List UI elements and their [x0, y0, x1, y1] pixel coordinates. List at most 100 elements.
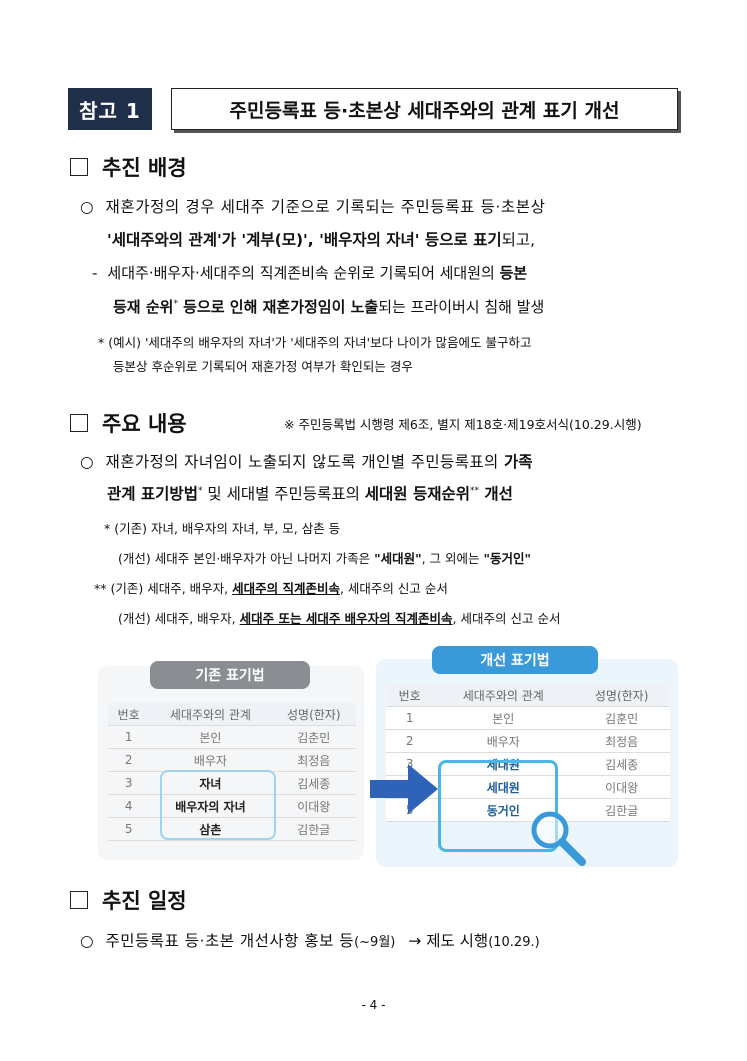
- paragraph: '세대주와의 관계'가 '계부(모)', '배우자의 자녀' 등으로 표기되고,: [107, 228, 535, 250]
- text: (~9월): [354, 935, 396, 950]
- cell: 이대왕: [573, 775, 670, 799]
- cell: 최정음: [271, 748, 356, 772]
- cell: 김한글: [573, 798, 670, 822]
- cell: 1: [386, 706, 434, 730]
- circle-bullet-icon: ○: [80, 932, 94, 950]
- cell: 김춘민: [271, 725, 356, 749]
- cell: 배우자: [149, 748, 272, 772]
- cell: 배우자: [433, 729, 574, 753]
- section-title: 주요 내용: [102, 412, 187, 436]
- reference-badge: 참고 1: [68, 88, 152, 130]
- bold-text: "세대원": [374, 551, 422, 566]
- old-format-title: 기존 표기법: [150, 661, 310, 689]
- cell: 4: [108, 794, 150, 818]
- section-heading-schedule: 추진 일정: [70, 885, 187, 915]
- text: 되는 프라이버시 침해 발생: [378, 298, 545, 316]
- column-header: 세대주와의 관계: [149, 703, 272, 726]
- paragraph: -세대주·배우자·세대주의 직계존비속 순위로 기록되어 세대원의 등본: [92, 262, 527, 283]
- cell: 본인: [433, 706, 574, 730]
- new-format-title: 개선 표기법: [432, 646, 598, 674]
- text: 주민등록표 등·초본 개선사항 홍보 등: [105, 932, 355, 950]
- arrow-right-icon: [370, 764, 438, 814]
- bold-text: 등재 순위: [113, 298, 174, 316]
- highlight-frame: [160, 770, 276, 840]
- text: , 그 외에는: [421, 551, 484, 566]
- bold-text: 등으로 인해 재혼가정임이 노출: [177, 298, 379, 316]
- footnote-mark: *: [197, 485, 203, 496]
- section-heading-background: 추진 배경: [70, 152, 187, 182]
- text: (10.29.): [488, 935, 540, 950]
- text: 재혼가정의 자녀임이 노출되지 않도록 개인별 주민등록표의: [105, 453, 504, 471]
- cell: 5: [108, 817, 150, 841]
- cell: 본인: [149, 725, 272, 749]
- footnote: 등본상 후순위로 기록되어 재혼가정 여부가 확인되는 경우: [113, 359, 413, 374]
- cell: 김세종: [573, 752, 670, 776]
- text: 재혼가정의 경우 세대주 기준으로 기록되는 주민등록표 등·초본상: [105, 198, 546, 216]
- text: 세대주·배우자·세대주의 직계존비속 순위로 기록되어 세대원의: [107, 264, 495, 282]
- paragraph: ○ 재혼가정의 경우 세대주 기준으로 기록되는 주민등록표 등·초본상: [80, 195, 545, 217]
- cell: 김세종: [271, 771, 356, 795]
- table-header-row: 번호 세대주와의 관계 성명(한자): [108, 703, 356, 726]
- page-title: 주민등록표 등·초본상 세대주와의 관계 표기 개선: [171, 88, 678, 130]
- footnote-mark: *: [173, 299, 178, 309]
- text: 되고,: [501, 231, 536, 249]
- footnote: * (기존) 자녀, 배우자의 자녀, 부, 모, 삼촌 등: [104, 521, 341, 536]
- paragraph: ○ 재혼가정의 자녀임이 노출되지 않도록 개인별 주민등록표의 가족: [80, 450, 533, 472]
- column-header: 성명(한자): [271, 703, 356, 726]
- text: → 제도 시행: [408, 932, 489, 950]
- footnote: (개선) 세대주 본인·배우자가 아닌 나머지 가족은 "세대원", 그 외에는…: [118, 548, 531, 567]
- underlined-text: 세대주 또는 세대주 배우자의 직계존비속: [239, 611, 453, 626]
- cell: 3: [108, 771, 150, 795]
- highlight-frame: [438, 760, 558, 852]
- cell: 자녀: [149, 771, 272, 795]
- cell: 2: [108, 748, 150, 772]
- cell: 김훈민: [573, 706, 670, 730]
- cell: 세대원: [433, 775, 574, 799]
- cell: 1: [108, 725, 150, 749]
- circle-bullet-icon: ○: [80, 453, 94, 471]
- cell: 최정음: [573, 729, 670, 753]
- column-header: 성명(한자): [573, 684, 670, 707]
- cell: 김한글: [271, 817, 356, 841]
- checkbox-square-icon: [70, 414, 88, 432]
- footnote-mark: **: [470, 485, 479, 496]
- bold-text: 관계 표기방법: [107, 485, 198, 503]
- column-header: 번호: [386, 684, 434, 707]
- checkbox-square-icon: [70, 891, 88, 909]
- cell: 2: [386, 729, 434, 753]
- text: , 세대주의 신고 순서: [452, 611, 561, 626]
- checkbox-square-icon: [70, 158, 88, 176]
- bold-text: "동거인": [483, 551, 532, 566]
- section-heading-main: 주요 내용: [70, 408, 187, 438]
- footnote: (개선) 세대주, 배우자, 세대주 또는 세대주 배우자의 직계존비속, 세대…: [118, 608, 560, 627]
- section-title: 추진 일정: [102, 889, 187, 913]
- footnote: ** (기존) 세대주, 배우자, 세대주의 직계존비속, 세대주의 신고 순서: [94, 578, 448, 597]
- text: ** (기존) 세대주, 배우자,: [94, 581, 233, 596]
- bold-text: 가족: [504, 453, 533, 471]
- underlined-text: 세대주의 직계존비속: [232, 581, 340, 596]
- bold-text: 세대원 등재순위: [364, 485, 470, 503]
- paragraph: 관계 표기방법* 및 세대별 주민등록표의 세대원 등재순위** 개선: [107, 482, 513, 504]
- text: 및 세대별 주민등록표의: [202, 485, 365, 503]
- text: (개선) 세대주 본인·배우자가 아닌 나머지 가족은: [118, 551, 375, 566]
- cell: 배우자의 자녀: [149, 794, 272, 818]
- paragraph: ○ 주민등록표 등·초본 개선사항 홍보 등(~9월) → 제도 시행(10.29…: [80, 929, 540, 951]
- table-header-row: 번호 세대주와의 관계 성명(한자): [386, 684, 670, 707]
- text: (개선) 세대주, 배우자,: [118, 611, 240, 626]
- paragraph: 등재 순위* 등으로 인해 재혼가정임이 노출되는 프라이버시 침해 발생: [113, 296, 544, 317]
- bold-text: 개선: [479, 485, 513, 503]
- text: , 세대주의 신고 순서: [339, 581, 448, 596]
- circle-bullet-icon: ○: [80, 198, 94, 216]
- legal-reference: ※ 주민등록법 시행령 제6조, 별지 제18호·제19호서식(10.29.시행…: [284, 417, 642, 432]
- bold-text: 등본: [499, 264, 528, 282]
- magnifier-icon: [531, 811, 586, 866]
- section-title: 추진 배경: [102, 156, 187, 180]
- cell: 삼촌: [149, 817, 272, 841]
